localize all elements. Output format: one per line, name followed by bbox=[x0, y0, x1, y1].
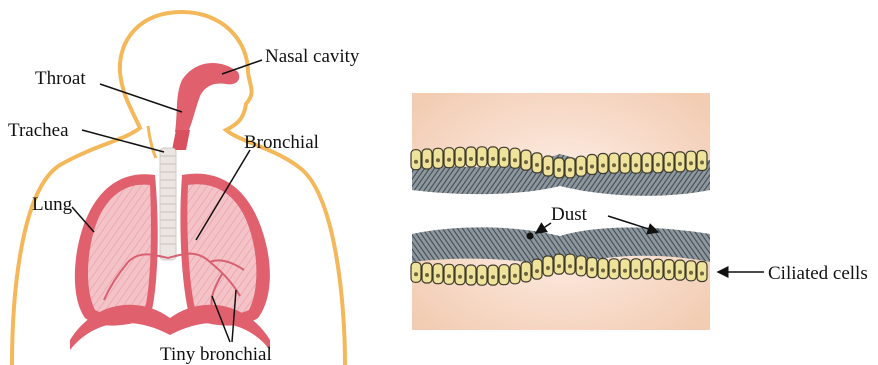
cell-nucleus bbox=[535, 269, 539, 273]
cell-nucleus bbox=[700, 161, 704, 165]
cell-nucleus bbox=[568, 264, 572, 268]
cell-nucleus bbox=[524, 160, 528, 164]
cell-nucleus bbox=[601, 164, 605, 168]
cell-nucleus bbox=[425, 273, 429, 277]
label-tiny-bronchial: Tiny bronchial bbox=[160, 344, 272, 365]
cell-nucleus bbox=[601, 269, 605, 273]
cell-nucleus bbox=[513, 274, 517, 278]
cell-nucleus bbox=[491, 157, 495, 161]
cell-nucleus bbox=[579, 266, 583, 270]
cell-nucleus bbox=[689, 271, 693, 275]
cell-nucleus bbox=[414, 160, 418, 164]
cell-nucleus bbox=[568, 168, 572, 172]
cell-nucleus bbox=[623, 269, 627, 273]
throat-shape bbox=[172, 130, 190, 150]
label-lung: Lung bbox=[32, 194, 73, 215]
label-dust: Dust bbox=[551, 204, 588, 225]
respiratory-system-figure: Nasal cavity Throat Trachea Bronchial Lu… bbox=[8, 12, 360, 365]
cell-nucleus bbox=[678, 162, 682, 166]
cell-nucleus bbox=[678, 270, 682, 274]
cell-nucleus bbox=[425, 159, 429, 163]
cell-nucleus bbox=[579, 166, 583, 170]
label-throat: Throat bbox=[35, 68, 86, 89]
cell-nucleus bbox=[469, 275, 473, 279]
cell-nucleus bbox=[612, 269, 616, 273]
cell-nucleus bbox=[480, 275, 484, 279]
cell-nucleus bbox=[689, 161, 693, 165]
ciliated-airway-figure: Dust Ciliated cells bbox=[411, 93, 868, 330]
cell-nucleus bbox=[513, 158, 517, 162]
cell-nucleus bbox=[557, 264, 561, 268]
label-trachea: Trachea bbox=[8, 120, 69, 141]
nasal-cavity-shape bbox=[175, 63, 239, 132]
cell-nucleus bbox=[645, 163, 649, 167]
cell-nucleus bbox=[480, 157, 484, 161]
cell-nucleus bbox=[458, 275, 462, 279]
cell-nucleus bbox=[502, 275, 506, 279]
cell-nucleus bbox=[634, 269, 638, 273]
neck-inner-line bbox=[148, 126, 156, 158]
trachea-shape bbox=[160, 148, 176, 260]
label-bronchial: Bronchial bbox=[244, 132, 319, 153]
cell-nucleus bbox=[590, 165, 594, 169]
cell-nucleus bbox=[502, 157, 506, 161]
cell-nucleus bbox=[458, 157, 462, 161]
cell-nucleus bbox=[656, 163, 660, 167]
cell-nucleus bbox=[535, 163, 539, 167]
cell-nucleus bbox=[667, 162, 671, 166]
cell-nucleus bbox=[546, 266, 550, 270]
cell-nucleus bbox=[557, 168, 561, 172]
cell-nucleus bbox=[546, 166, 550, 170]
cell-nucleus bbox=[667, 270, 671, 274]
cell-nucleus bbox=[623, 163, 627, 167]
cell-nucleus bbox=[436, 158, 440, 162]
cell-nucleus bbox=[590, 268, 594, 272]
cell-nucleus bbox=[524, 272, 528, 276]
cell-nucleus bbox=[634, 163, 638, 167]
label-nasal-cavity: Nasal cavity bbox=[265, 46, 360, 67]
cell-nucleus bbox=[469, 157, 473, 161]
dust-particle bbox=[527, 233, 534, 240]
cell-nucleus bbox=[645, 269, 649, 273]
cell-nucleus bbox=[436, 274, 440, 278]
label-ciliated-cells: Ciliated cells bbox=[768, 263, 868, 284]
cell-nucleus bbox=[447, 274, 451, 278]
cell-nucleus bbox=[700, 272, 704, 276]
cell-nucleus bbox=[414, 272, 418, 276]
cell-nucleus bbox=[612, 163, 616, 167]
cell-nucleus bbox=[491, 275, 495, 279]
cell-nucleus bbox=[447, 158, 451, 162]
cell-nucleus bbox=[656, 269, 660, 273]
